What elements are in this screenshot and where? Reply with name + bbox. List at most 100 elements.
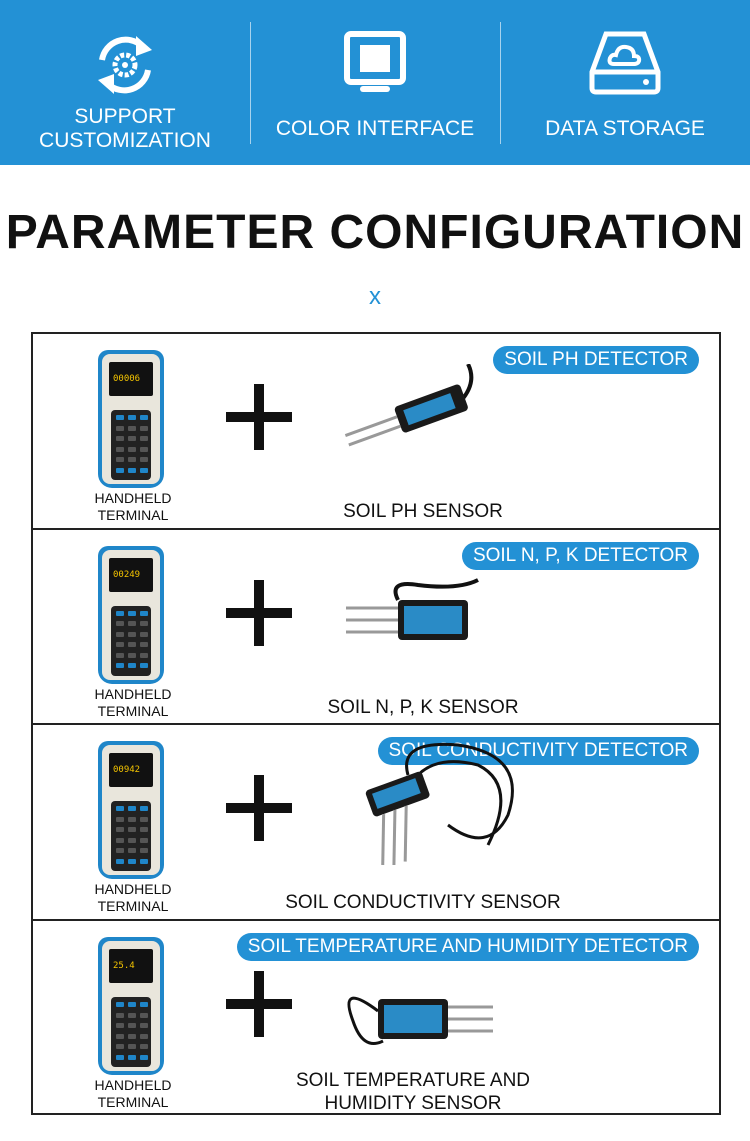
detector-badge: SOIL TEMPERATURE AND HUMIDITY DETECTOR: [236, 933, 699, 962]
keypad-key: [116, 1044, 124, 1050]
sensor-label: SOIL N, P, K SENSOR: [327, 696, 519, 718]
plus-icon: [226, 579, 292, 646]
device-screen: 00249: [109, 557, 153, 592]
handheld-terminal-image: 00006: [98, 350, 164, 488]
keypad: [111, 605, 151, 676]
plus-icon: [226, 775, 292, 842]
keypad-key: [116, 467, 124, 473]
keypad-key: [140, 1023, 148, 1029]
keypad-key: [128, 816, 136, 822]
keypad-key: [140, 1012, 148, 1018]
keypad-key: [140, 848, 148, 854]
sensor-label: SOIL PH SENSOR: [343, 501, 503, 522]
device-screen: 00006: [109, 362, 153, 396]
keypad-key: [128, 457, 136, 462]
page-title: PARAMETER CONFIGURATION: [5, 206, 745, 259]
keypad-key: [116, 1054, 124, 1060]
keypad-key: [128, 642, 136, 648]
keypad-key: [140, 425, 148, 431]
keypad-key: [140, 642, 148, 648]
keypad-key: [140, 816, 148, 822]
plus-icon: [226, 384, 292, 450]
keypad-key: [128, 806, 136, 812]
keypad-key: [128, 827, 136, 833]
device-label: TERMINAL: [97, 898, 169, 915]
feature-label: SUPPORT: [74, 105, 176, 128]
device-label: HANDHELD: [94, 1077, 172, 1094]
keypad-key: [116, 1012, 124, 1018]
monitor-icon: [344, 31, 406, 92]
keypad-key: [140, 610, 148, 616]
keypad-key: [116, 827, 124, 833]
device-label: HANDHELD: [94, 490, 172, 506]
sensor-image: [346, 577, 479, 640]
keypad-key: [116, 806, 124, 812]
sensor-label: SOIL CONDUCTIVITY SENSOR: [285, 892, 561, 914]
sensor-image: [347, 996, 493, 1046]
keypad-key: [116, 610, 124, 616]
detector-badge: SOIL N, P, K DETECTOR: [461, 541, 699, 570]
keypad-key: [128, 425, 136, 431]
keypad-key: [116, 446, 124, 452]
device-screen: 00942: [109, 753, 153, 788]
keypad: [111, 997, 151, 1068]
keypad-key: [140, 457, 148, 462]
feature-data-storage: DATA STORAGE: [500, 0, 750, 165]
device-label: HANDHELD: [94, 881, 172, 898]
feature-label: COLOR INTERFACE: [275, 117, 475, 140]
keypad-key: [128, 610, 136, 616]
keypad-key: [116, 848, 124, 854]
keypad-key: [116, 816, 124, 822]
keypad-key: [116, 663, 124, 669]
keypad-key: [116, 642, 124, 648]
sensor-label: HUMIDITY SENSOR: [324, 1093, 502, 1115]
keypad-key: [128, 1002, 136, 1008]
keypad-key: [128, 446, 136, 452]
keypad-key: [140, 446, 148, 452]
handheld-terminal-image: 00942: [98, 741, 164, 880]
keypad-key: [116, 415, 124, 420]
feature-label: DATA STORAGE: [545, 117, 705, 140]
keypad-key: [140, 621, 148, 627]
feature-color-interface: COLOR INTERFACE: [250, 0, 500, 165]
keypad-key: [128, 848, 136, 854]
device-reading: 00249: [113, 569, 141, 580]
feature-label: CUSTOMIZATION: [39, 129, 211, 152]
keypad-key: [140, 1054, 148, 1060]
keypad-key: [116, 652, 124, 658]
keypad-key: [140, 467, 148, 473]
sensor-image: [344, 364, 474, 447]
keypad-key: [128, 858, 136, 864]
keypad-key: [116, 1033, 124, 1039]
handheld-terminal-image: 25.4: [98, 937, 164, 1076]
keypad-key: [116, 436, 124, 441]
device-screen: 25.4: [109, 949, 153, 984]
keypad-key: [128, 1054, 136, 1060]
detector-badge: SOIL PH DETECTOR: [493, 346, 699, 374]
device-reading: 25.4: [113, 961, 135, 972]
keypad-key: [116, 858, 124, 864]
cloud-storage-icon: [589, 31, 661, 95]
times-symbol: x: [369, 283, 381, 310]
keypad-key: [140, 837, 148, 843]
keypad-key: [116, 425, 124, 431]
keypad-key: [128, 436, 136, 441]
sensor-image: [365, 743, 514, 866]
keypad-key: [140, 1044, 148, 1050]
keypad-key: [140, 663, 148, 669]
keypad-key: [140, 652, 148, 658]
keypad-key: [116, 837, 124, 843]
keypad-key: [140, 436, 148, 441]
device-label: TERMINAL: [97, 1094, 169, 1111]
keypad-key: [140, 827, 148, 833]
keypad-key: [128, 663, 136, 669]
device-label: TERMINAL: [97, 702, 169, 719]
gear-refresh-icon: [98, 36, 152, 94]
keypad-key: [140, 858, 148, 864]
